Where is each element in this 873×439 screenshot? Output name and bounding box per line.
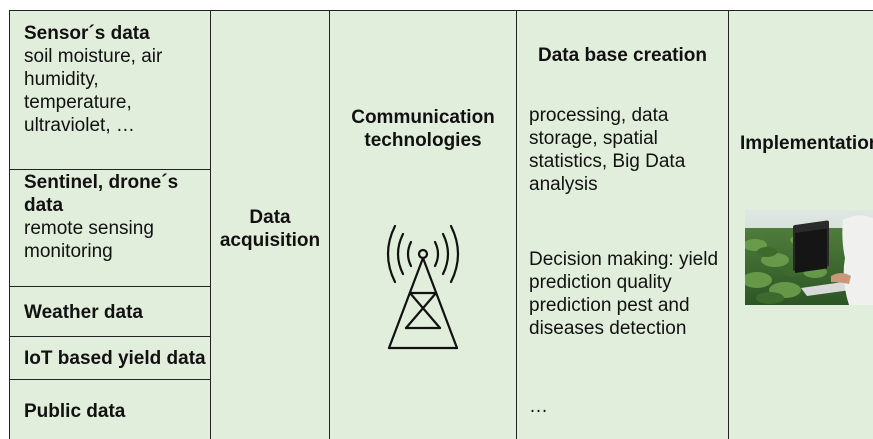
source-detail: remote sensing monitoring: [24, 218, 154, 262]
database-title: Data base creation: [538, 45, 707, 66]
database-ellipsis: …: [529, 396, 548, 417]
diagram-frame: [9, 10, 873, 439]
source-title: Weather data: [24, 302, 143, 323]
acquisition-label: Data acquisition: [219, 207, 321, 251]
source-sensor: Sensor´s data soil moisture, air humidit…: [24, 22, 206, 137]
source-title: IoT based yield data: [24, 348, 206, 369]
communication-label: Communication technologies: [351, 107, 495, 151]
row-divider: [9, 379, 210, 380]
farmer-laptop-field-photo: [745, 210, 873, 305]
source-sentinel: Sentinel, drone´s data remote sensing mo…: [24, 171, 206, 263]
antenna-tower-icon: [386, 224, 460, 350]
row-divider: [9, 286, 210, 287]
column-divider: [329, 10, 330, 439]
column-divider: [516, 10, 517, 439]
column-divider: [210, 10, 211, 439]
source-title: Public data: [24, 401, 126, 422]
column-divider: [728, 10, 729, 439]
database-processing: processing, data storage, spatial statis…: [529, 105, 686, 195]
source-detail: soil moisture, air humidity, temperature…: [24, 46, 163, 136]
implementation-label: Implementation: [740, 133, 873, 154]
source-iot: IoT based yield data: [24, 347, 210, 370]
database-decision: Decision making: yield prediction qualit…: [529, 249, 719, 339]
row-divider: [9, 336, 210, 337]
source-title: Sentinel, drone´s data: [24, 172, 179, 216]
source-title: Sensor´s data: [24, 23, 150, 44]
row-divider: [9, 169, 210, 170]
source-weather: Weather data: [24, 301, 206, 324]
source-public: Public data: [24, 400, 206, 423]
